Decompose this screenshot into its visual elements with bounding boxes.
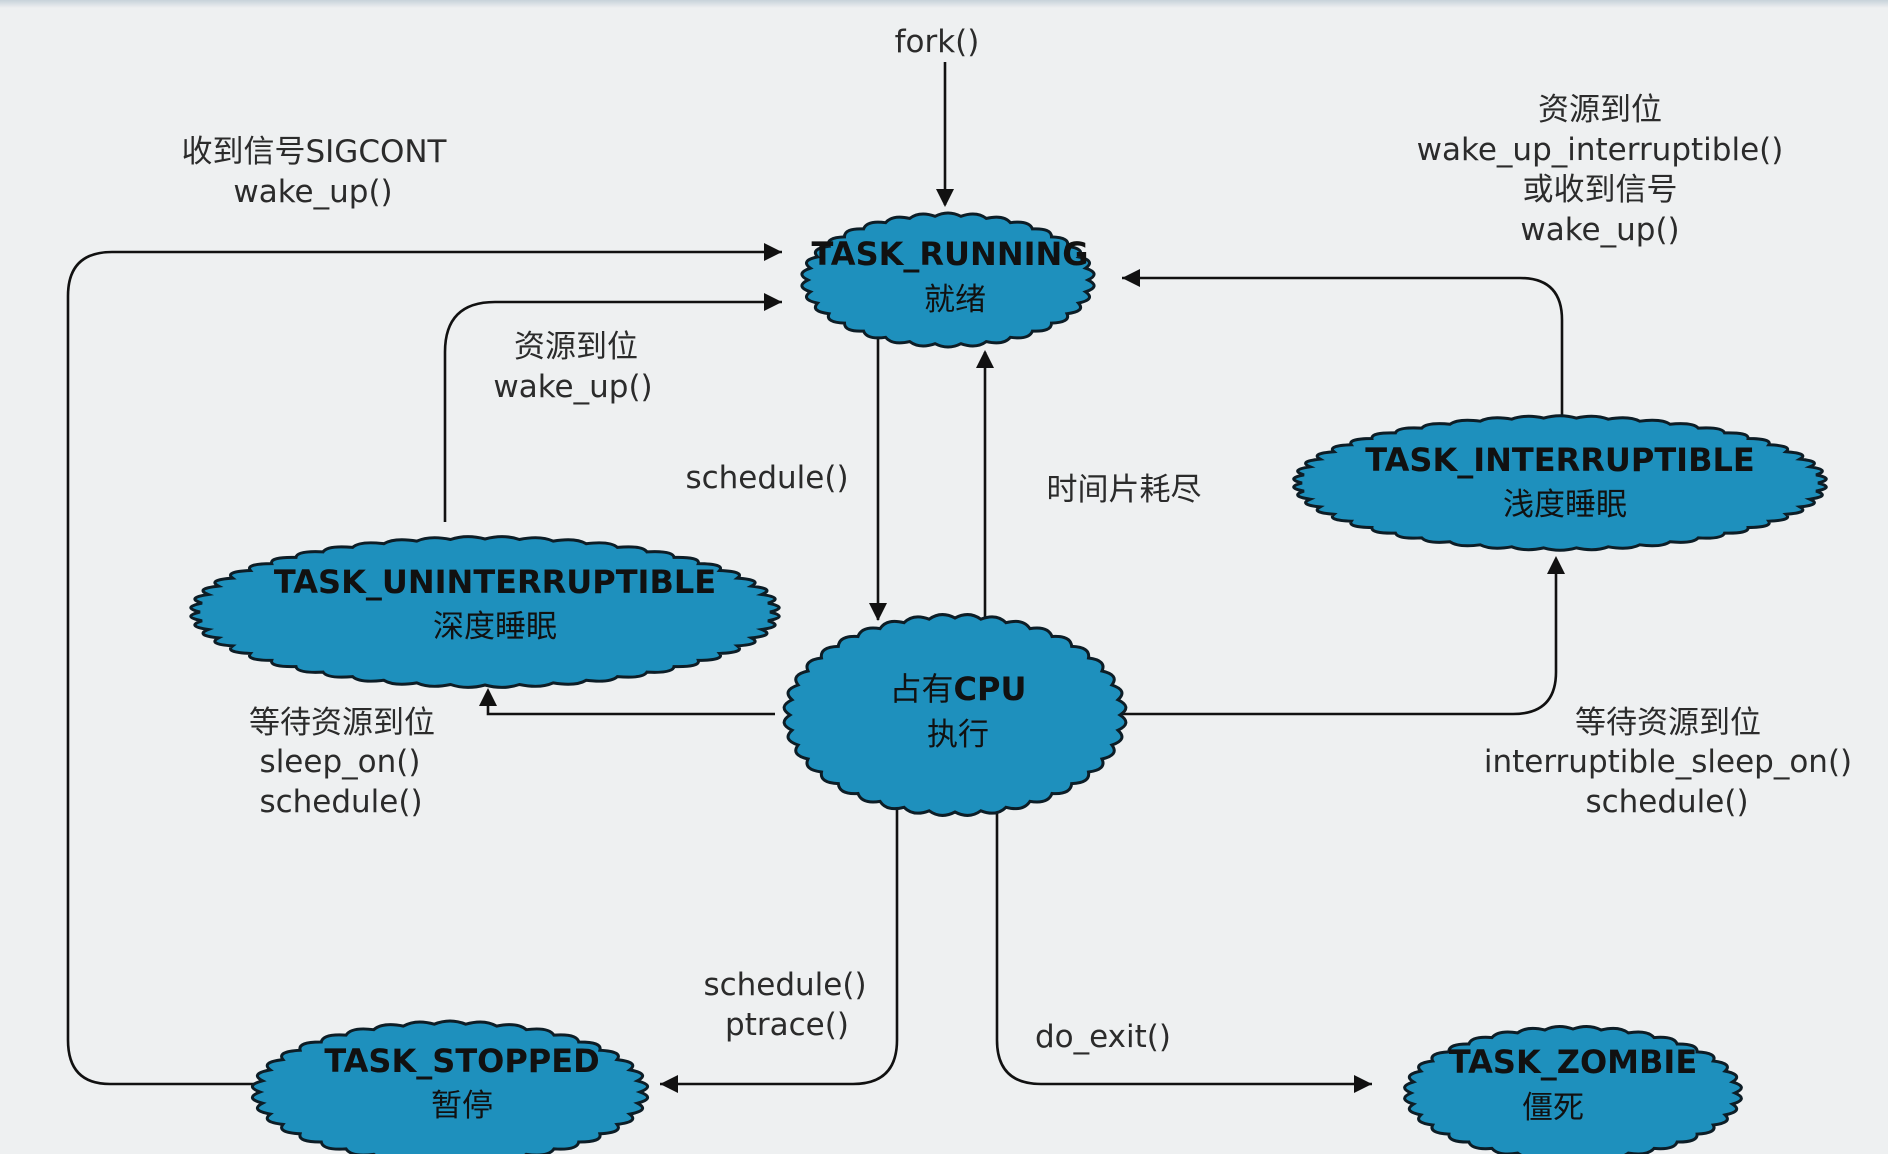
label-wait-u-line1: 等待资源到位	[249, 705, 435, 741]
arrowhead-cpu-to-interruptible	[1547, 556, 1565, 574]
label-wait-u-line3: schedule()	[259, 784, 422, 820]
state-interruptible-sub: 浅度睡眠	[1503, 487, 1627, 523]
state-cpu-sub: 执行	[927, 717, 989, 753]
label-iwake-line4: wake_up()	[1520, 212, 1679, 248]
arrowhead-fork	[936, 189, 954, 207]
arrowhead-interruptible-to-running	[1122, 269, 1140, 287]
edge-cpu-to-stopped	[660, 808, 899, 1086]
label-wait-i-line2: interruptible_sleep_on()	[1484, 744, 1852, 780]
label-iwake-line2: wake_up_interruptible()	[1417, 132, 1784, 168]
arrowhead-cpu-to-stopped	[660, 1075, 678, 1093]
edge-uninterruptible-to-running	[443, 300, 782, 522]
state-running-title: TASK_RUNNING	[811, 235, 1088, 273]
arrowhead-uninterruptible-to-running	[764, 293, 782, 311]
state-stopped-title: TASK_STOPPED	[324, 1042, 599, 1080]
label-uwake-line1: 资源到位	[514, 329, 638, 365]
state-uninterruptible-sub: 深度睡眠	[433, 609, 557, 645]
label-wait-u-line2: sleep_on()	[260, 744, 421, 780]
label-fork: fork()	[895, 24, 980, 60]
label-timeslice: 时间片耗尽	[1047, 472, 1202, 508]
cloud-uninterruptible	[189, 535, 781, 689]
state-uninterruptible-title: TASK_UNINTERRUPTIBLE	[274, 563, 716, 601]
label-uwake-line2: wake_up()	[493, 369, 652, 405]
edge-labels: fork() 收到信号SIGCONT wake_up() 资源到位 wake_u…	[181, 24, 1852, 1055]
state-running-sub: 就绪	[924, 282, 986, 318]
edge-cpu-to-uninterruptible	[486, 692, 775, 716]
arrowhead-timeslice	[976, 350, 994, 368]
label-iwake-line3: 或收到信号	[1523, 172, 1678, 208]
state-interruptible-title: TASK_INTERRUPTIBLE	[1365, 441, 1754, 479]
cloud-running	[800, 211, 1096, 349]
cloud-cpu	[782, 613, 1128, 817]
edge-stopped-to-running	[66, 250, 782, 1086]
state-cpu-title-main: CPU	[954, 670, 1027, 708]
arrowheads	[479, 189, 1565, 1093]
label-sigcont-line2: wake_up()	[233, 174, 392, 210]
state-clouds	[189, 211, 1828, 1154]
cloud-interruptible	[1292, 414, 1828, 552]
state-zombie-sub: 僵死	[1522, 1090, 1584, 1126]
edge-cpu-to-zombie	[995, 808, 1372, 1086]
label-sigcont-line1: 收到信号SIGCONT	[181, 134, 447, 170]
label-stop-line2: ptrace()	[725, 1007, 849, 1043]
state-zombie-title: TASK_ZOMBIE	[1449, 1043, 1697, 1081]
state-texts: TASK_RUNNING 就绪 占有CPU 执行 TASK_UNINTERRUP…	[274, 235, 1755, 1126]
arrowhead-schedule	[869, 603, 887, 621]
edge-cpu-to-interruptible	[1118, 560, 1558, 716]
label-schedule: schedule()	[685, 460, 848, 496]
state-cpu-title: 占有CPU	[890, 670, 1027, 708]
state-stopped-sub: 暂停	[431, 1088, 493, 1124]
label-exit: do_exit()	[1035, 1019, 1171, 1055]
label-iwake-line1: 资源到位	[1538, 92, 1662, 128]
label-wait-i-line3: schedule()	[1585, 784, 1748, 820]
label-stop-line1: schedule()	[703, 967, 866, 1003]
arrowhead-cpu-to-uninterruptible	[479, 688, 497, 706]
arrowhead-cpu-to-zombie	[1354, 1075, 1372, 1093]
top-banner-strip	[0, 0, 1888, 8]
cloud-stopped	[250, 1019, 650, 1154]
edges	[66, 62, 1564, 1086]
edge-interruptible-to-running	[1122, 276, 1564, 416]
cloud-zombie	[1403, 1025, 1743, 1154]
label-wait-i-line1: 等待资源到位	[1575, 705, 1761, 741]
state-cpu-title-prefix: 占有	[890, 670, 954, 708]
arrowhead-stopped-to-running	[764, 243, 782, 261]
